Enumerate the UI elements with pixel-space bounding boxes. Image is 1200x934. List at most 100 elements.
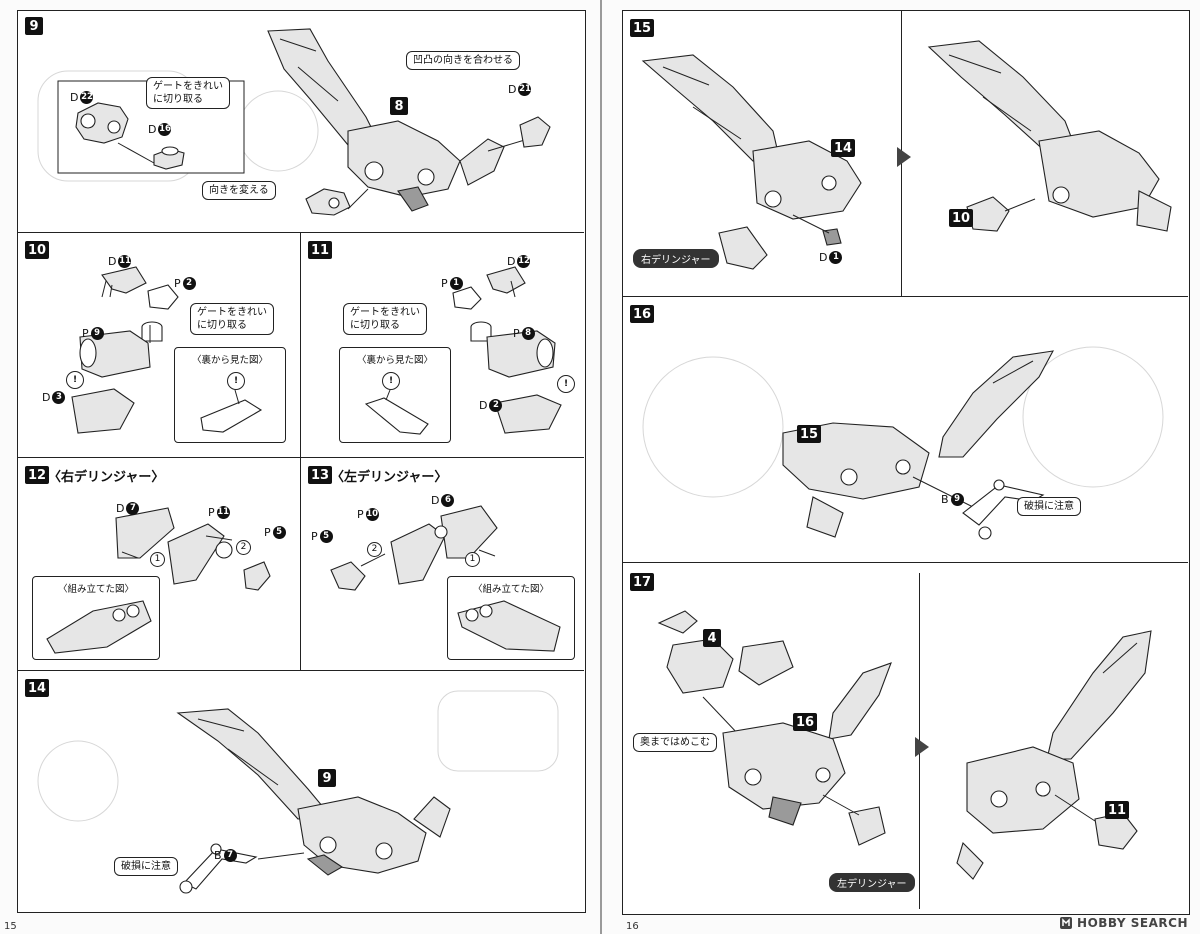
step-9-gate-callout: ゲートをきれい に切り取る bbox=[146, 77, 230, 109]
step-14-badge: 14 bbox=[25, 679, 50, 697]
step-13-assembled-art bbox=[457, 600, 561, 652]
step-12-assembled-art bbox=[46, 600, 152, 654]
step-17-panel: 17 4 16 奥まではめこむ 左デリンジャー bbox=[623, 563, 1188, 913]
caution-icon: ! bbox=[227, 372, 245, 390]
step-14-ghost-art bbox=[37, 690, 559, 822]
step-12-title: 〈右デリンジャー〉 bbox=[48, 470, 165, 485]
step-15-after-art bbox=[927, 40, 1172, 232]
step-17-badge: 17 bbox=[630, 573, 655, 591]
step-17-armor-ref: 4 bbox=[703, 629, 721, 647]
step-17-before-art bbox=[657, 610, 892, 846]
step-12-assembled-caption: 〈組み立てた図〉 bbox=[57, 584, 134, 595]
part-b7-art bbox=[179, 843, 258, 894]
step-10-back-view-art bbox=[200, 389, 263, 433]
step-15-badge: 15 bbox=[630, 19, 655, 37]
step-9-direction-callout: 向きを変える bbox=[202, 181, 276, 200]
step-16-body-ref: 15 bbox=[797, 425, 822, 443]
step-arrow-icon bbox=[915, 737, 929, 757]
hobby-search-logo-icon bbox=[1060, 917, 1073, 929]
step-10-back-view-box: 〈裏から見た図〉 ! bbox=[174, 347, 286, 443]
step-13-assembled-caption: 〈組み立てた図〉 bbox=[472, 584, 549, 595]
step-9-main-body-art bbox=[267, 28, 551, 212]
order-2-marker: 2 bbox=[367, 542, 382, 557]
step-12-parts-art bbox=[115, 507, 271, 591]
caution-icon: ! bbox=[382, 372, 400, 390]
step-14-caution-callout: 破損に注意 bbox=[114, 857, 178, 876]
step-13-badge: 13 bbox=[308, 466, 333, 484]
step-9-badge: 9 bbox=[25, 17, 43, 35]
hobby-search-logo-text: HOBBY SEARCH bbox=[1077, 916, 1188, 930]
right-derringer-tag: 右デリンジャー bbox=[633, 249, 719, 268]
caution-icon: ! bbox=[557, 375, 575, 393]
step-10-gate-callout: ゲートをきれい に切り取る bbox=[190, 303, 274, 335]
step-13-parts-art bbox=[330, 505, 498, 591]
step-14-main-body-art bbox=[176, 708, 451, 876]
step-11-badge: 11 bbox=[308, 241, 333, 259]
step-17-sub-ref: 11 bbox=[1105, 801, 1130, 819]
step-10-back-view-caption: 〈裏から見た図〉 bbox=[191, 355, 268, 366]
step-11-back-view-art bbox=[364, 389, 429, 435]
step-arrow-icon bbox=[897, 147, 911, 167]
step-9-body-ref: 8 bbox=[390, 97, 408, 115]
step-15-before-art bbox=[641, 54, 862, 270]
step-17-body-ref: 16 bbox=[793, 713, 818, 731]
step-9-small-part-art bbox=[305, 188, 351, 216]
step-16-ghost-art bbox=[642, 346, 1164, 498]
hobby-search-logo: HOBBY SEARCH bbox=[1059, 916, 1188, 930]
step-11-parts-art bbox=[452, 266, 562, 434]
step-16-caution-callout: 破損に注意 bbox=[1017, 497, 1081, 516]
caution-icon: ! bbox=[66, 371, 84, 389]
step-17-press-callout: 奥まではめこむ bbox=[633, 733, 717, 752]
right-page-number: 16 bbox=[626, 921, 639, 932]
order-2-marker: 2 bbox=[236, 540, 251, 555]
left-page-number: 15 bbox=[4, 921, 17, 932]
step-10-parts-art bbox=[71, 266, 179, 434]
step-13-title: 〈左デリンジャー〉 bbox=[331, 470, 448, 485]
order-1-marker: 1 bbox=[150, 552, 165, 567]
step-11-back-view-caption: 〈裏から見た図〉 bbox=[356, 355, 433, 366]
step-13-assembled-view-box: 〈組み立てた図〉 bbox=[447, 576, 575, 660]
order-1-marker: 1 bbox=[465, 552, 480, 567]
step-10-badge: 10 bbox=[25, 241, 50, 259]
step-11-gate-callout: ゲートをきれい に切り取る bbox=[343, 303, 427, 335]
step-17-after-art bbox=[956, 630, 1152, 880]
step-14-body-ref: 9 bbox=[318, 769, 336, 787]
left-derringer-tag: 左デリンジャー bbox=[829, 873, 915, 892]
step-11-back-view-box: 〈裏から見た図〉 ! bbox=[339, 347, 451, 443]
step-15-sub-ref: 10 bbox=[949, 209, 974, 227]
step-15-body-ref: 14 bbox=[831, 139, 856, 157]
step-12-assembled-view-box: 〈組み立てた図〉 bbox=[32, 576, 160, 660]
